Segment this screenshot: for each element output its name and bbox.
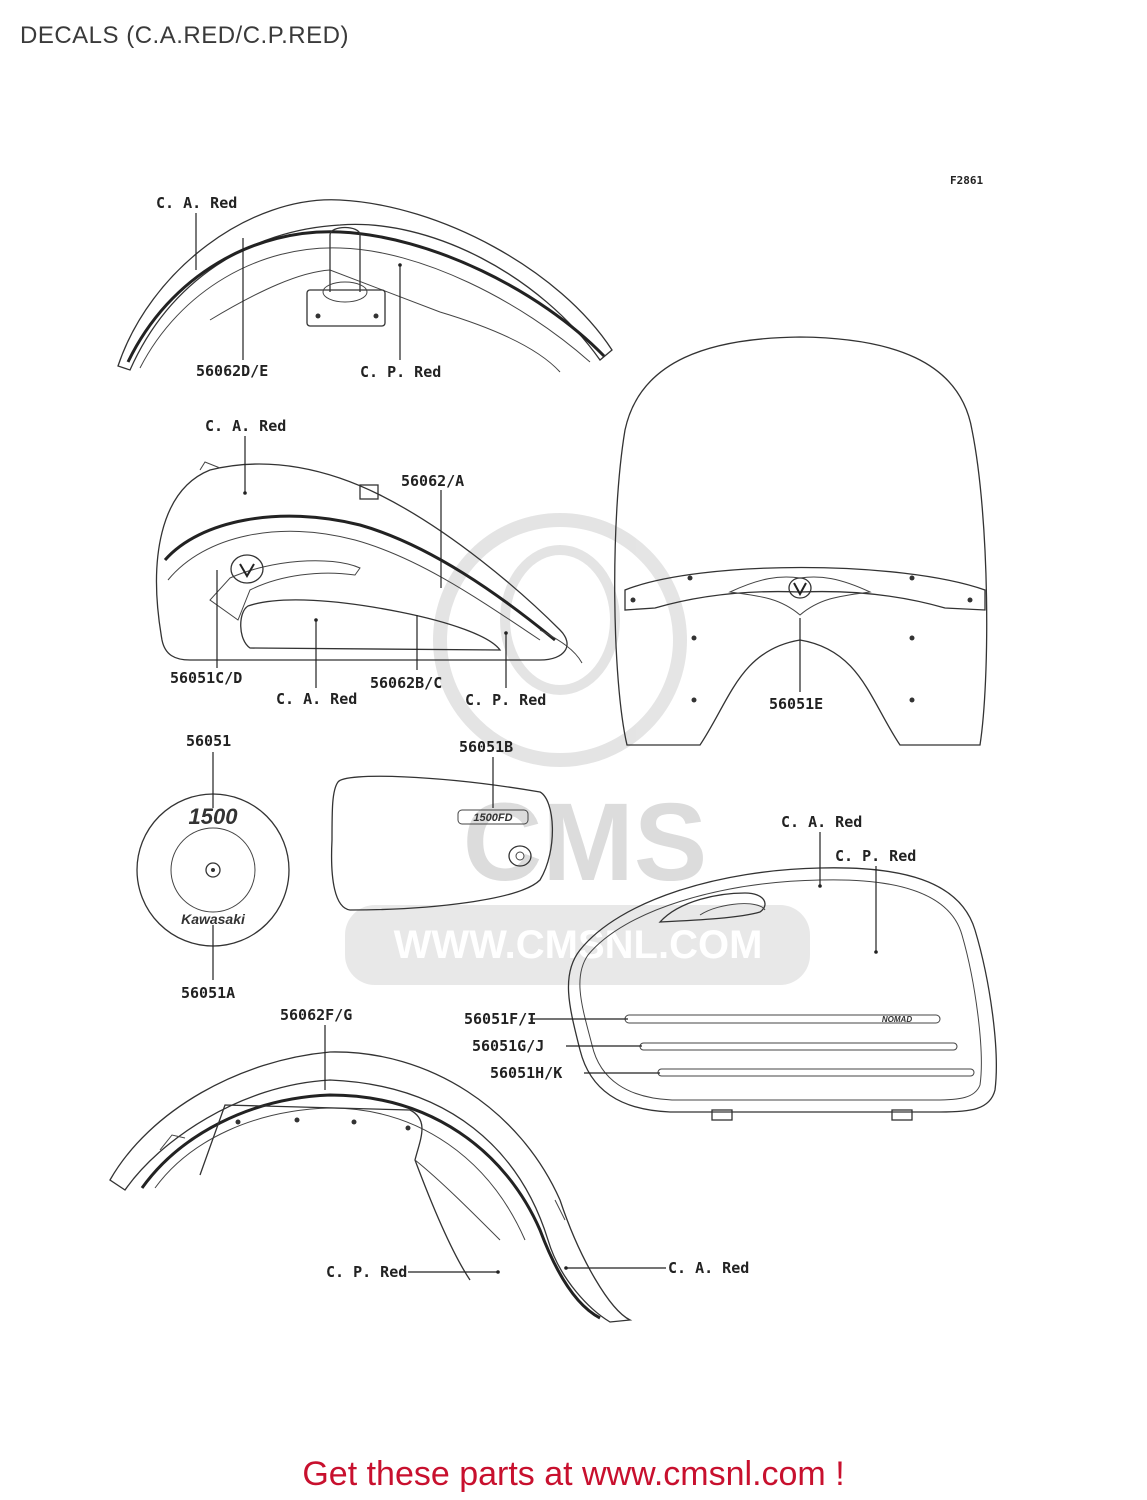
front-fender	[117, 199, 613, 373]
ref-code: F2861	[950, 174, 983, 187]
windshield-part-label: 56051E	[769, 695, 823, 713]
cover-bottom-decal: Kawasaki	[181, 911, 246, 927]
saddlebag-ca-red-label: C. A. Red	[781, 813, 862, 831]
tank-cp-red-label: C. P. Red	[465, 691, 546, 709]
saddlebag-stripe-2-label: 56051G/J	[472, 1037, 544, 1055]
rear-fender-part-label: 56062F/G	[280, 1006, 352, 1024]
rear-fender	[109, 1051, 633, 1323]
windshield	[614, 336, 988, 746]
saddlebag-stripe-1-label: 56051F/I	[464, 1010, 536, 1028]
saddlebag-stripe-3-label: 56051H/K	[490, 1064, 562, 1082]
tank-emblem-part-label: 56051C/D	[170, 669, 242, 687]
rear-fender-ca-red-label: C. A. Red	[668, 1259, 749, 1277]
cover-part-top-label: 56051	[186, 732, 231, 750]
tank-stripe-part-label: 56062B/C	[370, 674, 442, 692]
watermark-url: WWW.CMSNL.COM	[394, 923, 763, 967]
side-cover: 1500FD	[330, 775, 554, 911]
tank-part-main-label: 56062/A	[401, 472, 464, 490]
round-cover: 1500 Kawasaki	[136, 793, 290, 947]
front-fender-cp-red-label: C. P. Red	[360, 363, 441, 381]
front-fender-ca-red-label: C. A. Red	[156, 194, 237, 212]
cover-top-decal: 1500	[189, 804, 239, 829]
tank-ca-red-bottom-label: C. A. Red	[276, 690, 357, 708]
watermark-logo: CMS	[463, 781, 707, 904]
side-cover-decal: 1500FD	[473, 812, 512, 824]
watermark: CMS WWW.CMSNL.COM	[345, 513, 810, 985]
fuel-tank	[155, 461, 583, 664]
side-cover-part-label: 56051B	[459, 738, 513, 756]
front-fender-part-label: 56062D/E	[196, 362, 268, 380]
saddlebag-cp-red-label: C. P. Red	[835, 847, 916, 865]
page-title: DECALS (C.A.RED/C.P.RED)	[20, 22, 349, 49]
cover-part-bottom-label: 56051A	[181, 984, 235, 1002]
footer-cta-link[interactable]: Get these parts at www.cmsnl.com !	[302, 1455, 845, 1493]
rear-fender-cp-red-label: C. P. Red	[326, 1263, 407, 1281]
tank-ca-red-top-label: C. A. Red	[205, 417, 286, 435]
saddlebag-decal: NOMAD	[882, 1015, 912, 1024]
